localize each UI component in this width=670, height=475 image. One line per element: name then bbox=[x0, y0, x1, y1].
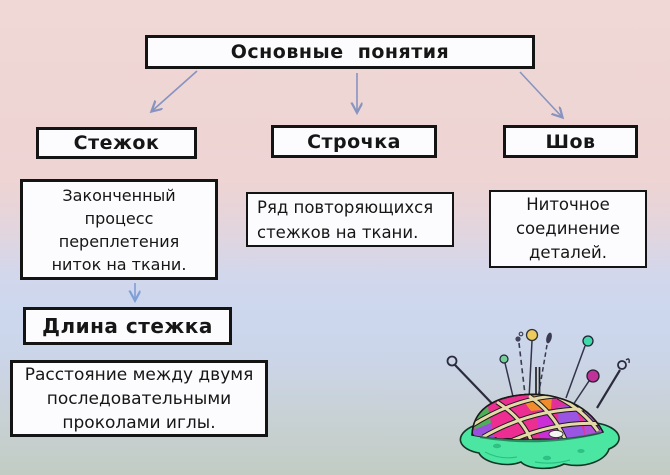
definition-line: деталей. bbox=[529, 243, 607, 262]
definition-line: переплетения bbox=[58, 231, 180, 251]
stitch-length-label: Длина стежка bbox=[42, 314, 213, 338]
concept-box-stitch: Стежок bbox=[36, 127, 197, 159]
definition-line: Расстояние между двумя bbox=[24, 364, 254, 385]
definition-line: соединение bbox=[515, 219, 621, 238]
definition-line: стежков на ткани. bbox=[257, 222, 419, 242]
main-concept-label: Основные понятия bbox=[230, 41, 450, 63]
concept-label-seam: Шов bbox=[545, 130, 596, 153]
concept-box-seam: Шов bbox=[503, 125, 638, 158]
definition-line: последовательными bbox=[46, 388, 232, 409]
definition-line: Ряд повторяющихся bbox=[257, 197, 434, 217]
pins bbox=[446, 328, 630, 418]
definition-box-stitch: Законченный процесс переплетения ниток н… bbox=[20, 179, 218, 280]
pincushion-illustration bbox=[446, 328, 630, 470]
definition-box-row: Ряд повторяющихся стежков на ткани. bbox=[246, 192, 454, 247]
concept-label-stitch: Стежок bbox=[73, 132, 160, 154]
definition-line: проколами иглы. bbox=[62, 412, 216, 433]
stitch-length-box: Длина стежка bbox=[23, 307, 232, 345]
definition-line: Ниточное bbox=[526, 195, 610, 214]
definition-box-stitch-length: Расстояние между двумя последовательными… bbox=[10, 360, 268, 437]
concept-box-row: Строчка bbox=[271, 125, 437, 158]
concept-label-row: Строчка bbox=[307, 130, 401, 153]
arrow-main-to-stitch bbox=[152, 70, 198, 111]
arrow-main-to-seam bbox=[519, 71, 562, 117]
pincushion-dome bbox=[471, 393, 605, 443]
definition-line: Законченный bbox=[62, 185, 176, 205]
definition-line: процесс bbox=[84, 208, 154, 228]
main-concept-box: Основные понятия bbox=[145, 35, 535, 69]
definition-box-seam: Ниточное соединение деталей. bbox=[489, 190, 647, 268]
definition-line: ниток на ткани. bbox=[51, 254, 187, 274]
